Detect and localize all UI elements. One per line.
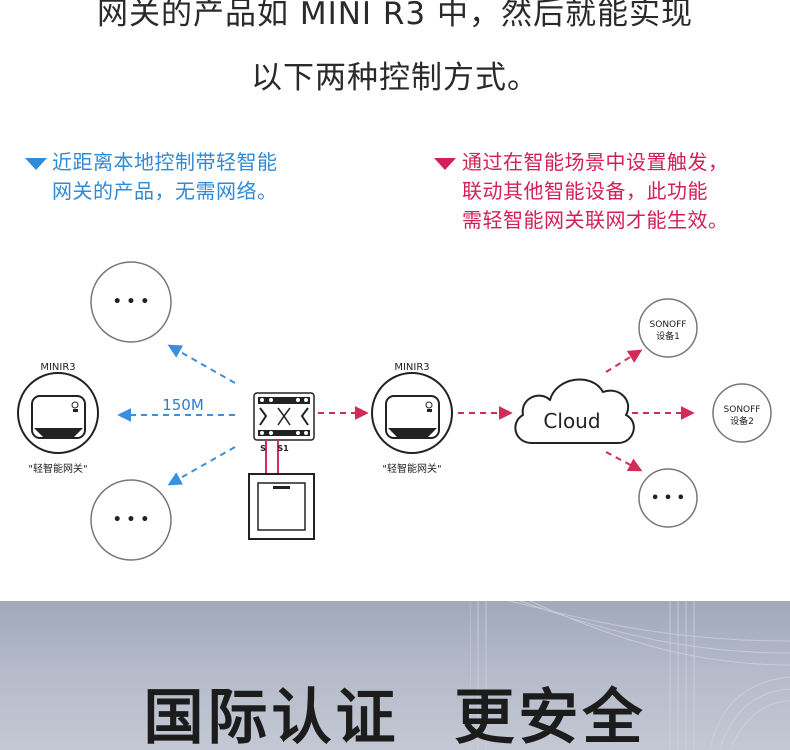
ellipsis-icon: • • • xyxy=(113,512,150,528)
control-diagram: • • • • • • MINIR3 "轻智能网关" 150M S S1 xyxy=(17,261,772,561)
gateway-center: MINIR3 "轻智能网关" xyxy=(371,362,453,475)
distance-label: 150M xyxy=(162,396,204,414)
device-1: SONOFF 设备1 xyxy=(638,298,698,358)
device-2: SONOFF 设备2 xyxy=(712,383,772,443)
device-links xyxy=(605,349,695,472)
local-control-note: 近距离本地控制带轻智能 网关的产品，无需网络。 xyxy=(52,148,278,206)
remote-device-circle-bottom: • • • xyxy=(90,479,172,561)
wall-switch xyxy=(248,473,315,540)
decorative-pattern xyxy=(470,601,790,750)
certification-banner: 国际认证 更安全 xyxy=(0,601,790,750)
triangle-down-icon xyxy=(25,158,47,170)
device-name: 设备1 xyxy=(656,330,680,342)
local-links: 150M xyxy=(117,344,236,486)
device-brand: SONOFF xyxy=(724,405,761,415)
cloud-label: Cloud xyxy=(543,409,600,433)
cloud-icon: Cloud xyxy=(514,378,635,444)
gateway-model-label: MINIR3 xyxy=(394,362,429,373)
ellipsis-icon: • • • xyxy=(651,491,685,506)
ellipsis-icon: • • • xyxy=(113,294,150,310)
terminal-label: S xyxy=(260,444,266,453)
device-more: • • • xyxy=(638,468,698,528)
gateway-model-label: MINIR3 xyxy=(40,362,75,373)
local-link-arrow xyxy=(167,446,236,486)
scene-control-note: 通过在智能场景中设置触发， 联动其他智能设备，此功能 需轻智能网关联网才能生效。 xyxy=(462,148,729,235)
gateway-caption: "轻智能网关" xyxy=(382,462,441,475)
device-name: 设备2 xyxy=(730,415,754,427)
device-brand: SONOFF xyxy=(650,320,687,330)
note-line: 近距离本地控制带轻智能 xyxy=(52,150,278,174)
local-link-arrow xyxy=(167,344,236,384)
switch-module: S S1 xyxy=(253,392,315,474)
headline-line-2: 以下两种控制方式。 xyxy=(251,60,539,96)
note-line: 通过在智能场景中设置触发， xyxy=(462,150,729,174)
terminal-label: S1 xyxy=(277,444,289,453)
triangle-down-icon xyxy=(434,158,456,170)
note-line: 网关的产品，无需网络。 xyxy=(52,179,278,203)
cloud-link-arrow xyxy=(605,451,643,472)
banner-title: 国际认证 更安全 xyxy=(143,683,647,750)
headline-line-1: 网关的产品如 MINI R3 中，然后就能实现 xyxy=(96,0,694,32)
cloud-link-arrow xyxy=(605,349,643,373)
gateway-left: MINIR3 "轻智能网关" xyxy=(17,362,99,475)
gateway-caption: "轻智能网关" xyxy=(28,462,87,475)
note-line: 需轻智能网关联网才能生效。 xyxy=(462,208,729,232)
note-line: 联动其他智能设备，此功能 xyxy=(462,179,708,203)
remote-device-circle-top: • • • xyxy=(90,261,172,343)
